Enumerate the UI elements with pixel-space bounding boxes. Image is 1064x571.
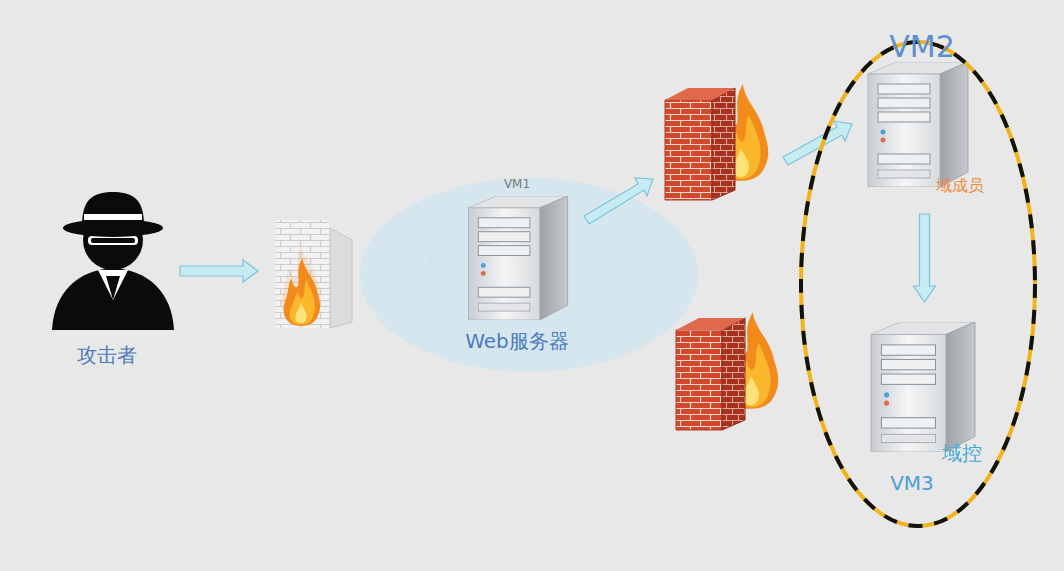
web-server-zone: VM1Web服务器 — [358, 176, 700, 374]
flow-arrow — [914, 214, 936, 302]
actor-node: 攻击者 — [50, 188, 180, 380]
firewall-red — [676, 312, 778, 430]
node-label: VM3 — [890, 472, 934, 495]
domain-zone: VM2 域成员域控 VM3 — [798, 30, 1038, 530]
node-label: 域成员 — [936, 177, 984, 195]
server-node: 域控 VM3 — [866, 316, 996, 502]
firewall-red — [665, 84, 768, 200]
node-label: VM1 — [504, 178, 530, 192]
attacker-figure — [52, 192, 174, 330]
node-label: VM2 — [889, 30, 955, 65]
server-icon — [868, 62, 968, 187]
server-icon — [871, 322, 975, 452]
node-label: Web服务器 — [465, 330, 569, 353]
node-label: 域控 — [942, 442, 982, 465]
firewall-grey — [275, 220, 352, 328]
server-node: 域成员 — [860, 58, 995, 200]
domain-ellipse — [798, 30, 1038, 530]
node-label: 攻击者 — [77, 344, 137, 367]
